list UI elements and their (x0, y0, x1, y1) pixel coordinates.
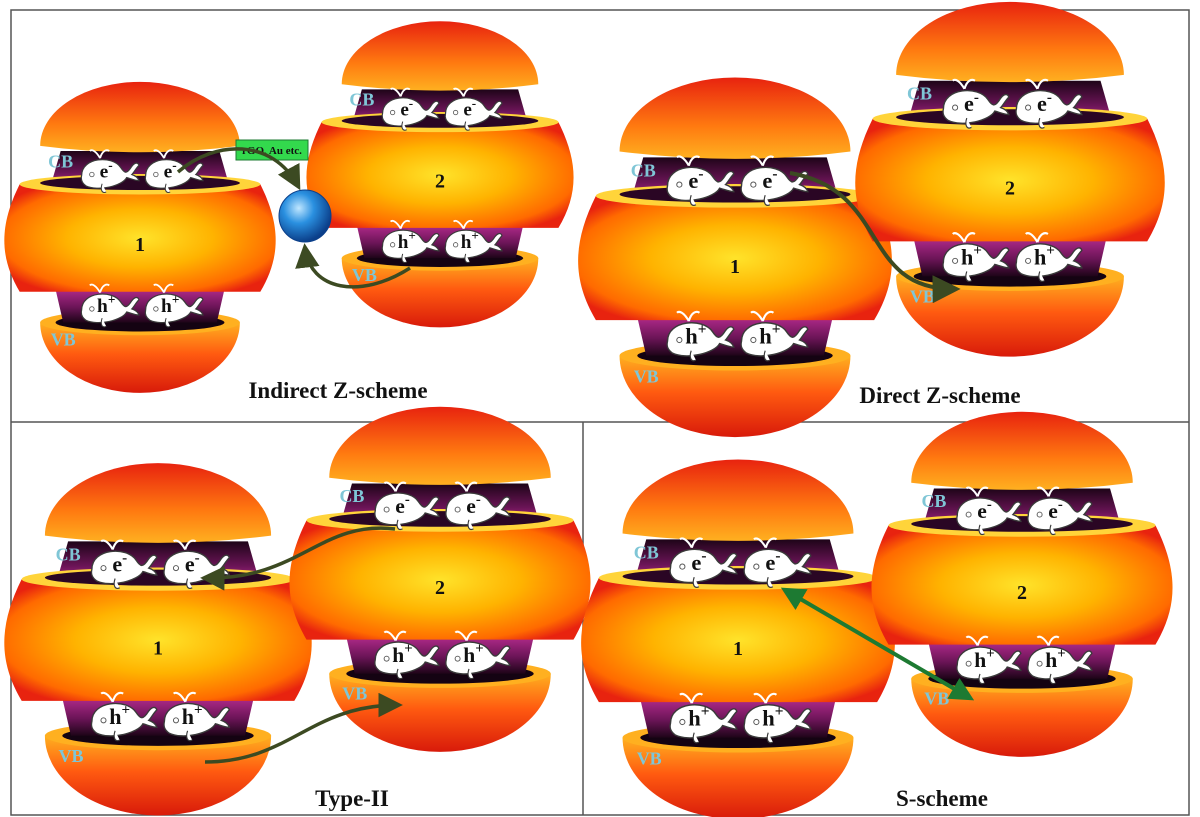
cb-cap-direct-1 (620, 77, 851, 158)
semiconductor-sscheme-1: CBVB1e-e-h+h+ (581, 459, 895, 817)
cb-label-sscheme-1: CB (634, 543, 659, 563)
panel-s-scheme: CBVB1e-e-h+h+CBVB2e-e-h+h+ (581, 412, 1172, 817)
body-top-opening-sscheme-2 (911, 516, 1133, 532)
vb-cavity-indirect-2 (357, 225, 523, 258)
body-top-opening-sscheme-1 (623, 568, 854, 584)
cb-label-type2-1: CB (56, 544, 81, 564)
cb-label-type2-2: CB (339, 486, 364, 506)
vb-label-type2-2: VB (342, 683, 367, 703)
panel-type-ii: CBVB1e-e-h+h+CBVB2e-e-h+h+ (4, 407, 590, 816)
cb-cap-direct-2 (896, 2, 1124, 82)
body-top-opening-indirect-2 (342, 114, 539, 128)
semiconductor-indirect-1: CBVB1e-e-h+h+ (4, 82, 275, 393)
panel-direct-z-scheme: CBVB1e-e-h+h+CBVB2e-e-h+h+ (578, 2, 1165, 437)
cb-cap-sscheme-1 (623, 459, 854, 540)
vb-cavity-sscheme-2 (928, 642, 1115, 679)
semiconductor-number-type2-1: 1 (153, 638, 163, 660)
vb-label-direct-1: VB (634, 366, 659, 386)
vb-label-sscheme-1: VB (637, 748, 662, 768)
vb-label-indirect-1: VB (51, 330, 76, 350)
cb-label-direct-1: CB (631, 161, 656, 181)
panel-title-s-scheme: S-scheme (896, 786, 988, 811)
body-top-opening-type2-2 (329, 511, 551, 527)
semiconductor-sscheme-2: CBVB2e-e-h+h+ (871, 412, 1172, 757)
body-top-opening-direct-2 (896, 109, 1124, 125)
semiconductor-direct-2: CBVB2e-e-h+h+ (855, 2, 1165, 357)
vb-label-type2-1: VB (58, 746, 83, 766)
cb-cap-type2-2 (329, 407, 551, 485)
vb-cavity-type2-1 (62, 698, 253, 736)
semiconductor-number-sscheme-1: 1 (733, 638, 743, 660)
panel-title-direct: Direct Z-scheme (859, 383, 1020, 408)
semiconductor-number-direct-2: 2 (1005, 178, 1015, 200)
vb-label-direct-2: VB (910, 287, 935, 307)
cb-label-direct-2: CB (907, 84, 932, 104)
semiconductor-type2-1: CBVB1e-e-h+h+ (4, 463, 311, 815)
vb-label-indirect-2: VB (352, 265, 377, 285)
semiconductor-number-direct-1: 1 (730, 256, 740, 278)
vb-cavity-indirect-1 (56, 289, 225, 322)
mediator-sphere (279, 190, 331, 242)
body-top-opening-direct-1 (620, 186, 851, 202)
cb-cap-type2-1 (45, 463, 271, 543)
cb-label-sscheme-2: CB (921, 491, 946, 511)
semiconductor-direct-1: CBVB1e-e-h+h+ (578, 77, 892, 437)
body-top-opening-indirect-1 (40, 176, 240, 190)
panel-title-type-ii: Type-II (315, 786, 389, 811)
cb-label-indirect-2: CB (349, 90, 374, 110)
semiconductor-number-indirect-2: 2 (435, 171, 445, 193)
semiconductor-indirect-2: CBVB2e-e-h+h+ (306, 21, 573, 327)
vb-cavity-direct-2 (914, 238, 1107, 276)
vb-label-sscheme-2: VB (924, 688, 949, 708)
semiconductor-number-sscheme-2: 2 (1017, 582, 1027, 604)
semiconductor-number-type2-2: 2 (435, 577, 445, 599)
cb-cap-indirect-1 (40, 82, 240, 152)
vb-cavity-sscheme-1 (640, 699, 835, 737)
vb-cavity-direct-1 (637, 317, 832, 355)
semiconductor-number-indirect-1: 1 (135, 234, 145, 256)
panel-indirect-z-scheme: CBVB1e-e-h+h+CBVB2e-e-h+h+rGO, Au etc. (4, 21, 573, 393)
cb-label-indirect-1: CB (48, 152, 73, 172)
semiconductor-type2-2: CBVB2e-e-h+h+ (289, 407, 590, 752)
panel-title-indirect: Indirect Z-scheme (248, 378, 427, 403)
cb-cap-sscheme-2 (911, 412, 1133, 490)
vb-cavity-type2-2 (346, 637, 533, 674)
cb-cap-indirect-2 (342, 21, 539, 90)
